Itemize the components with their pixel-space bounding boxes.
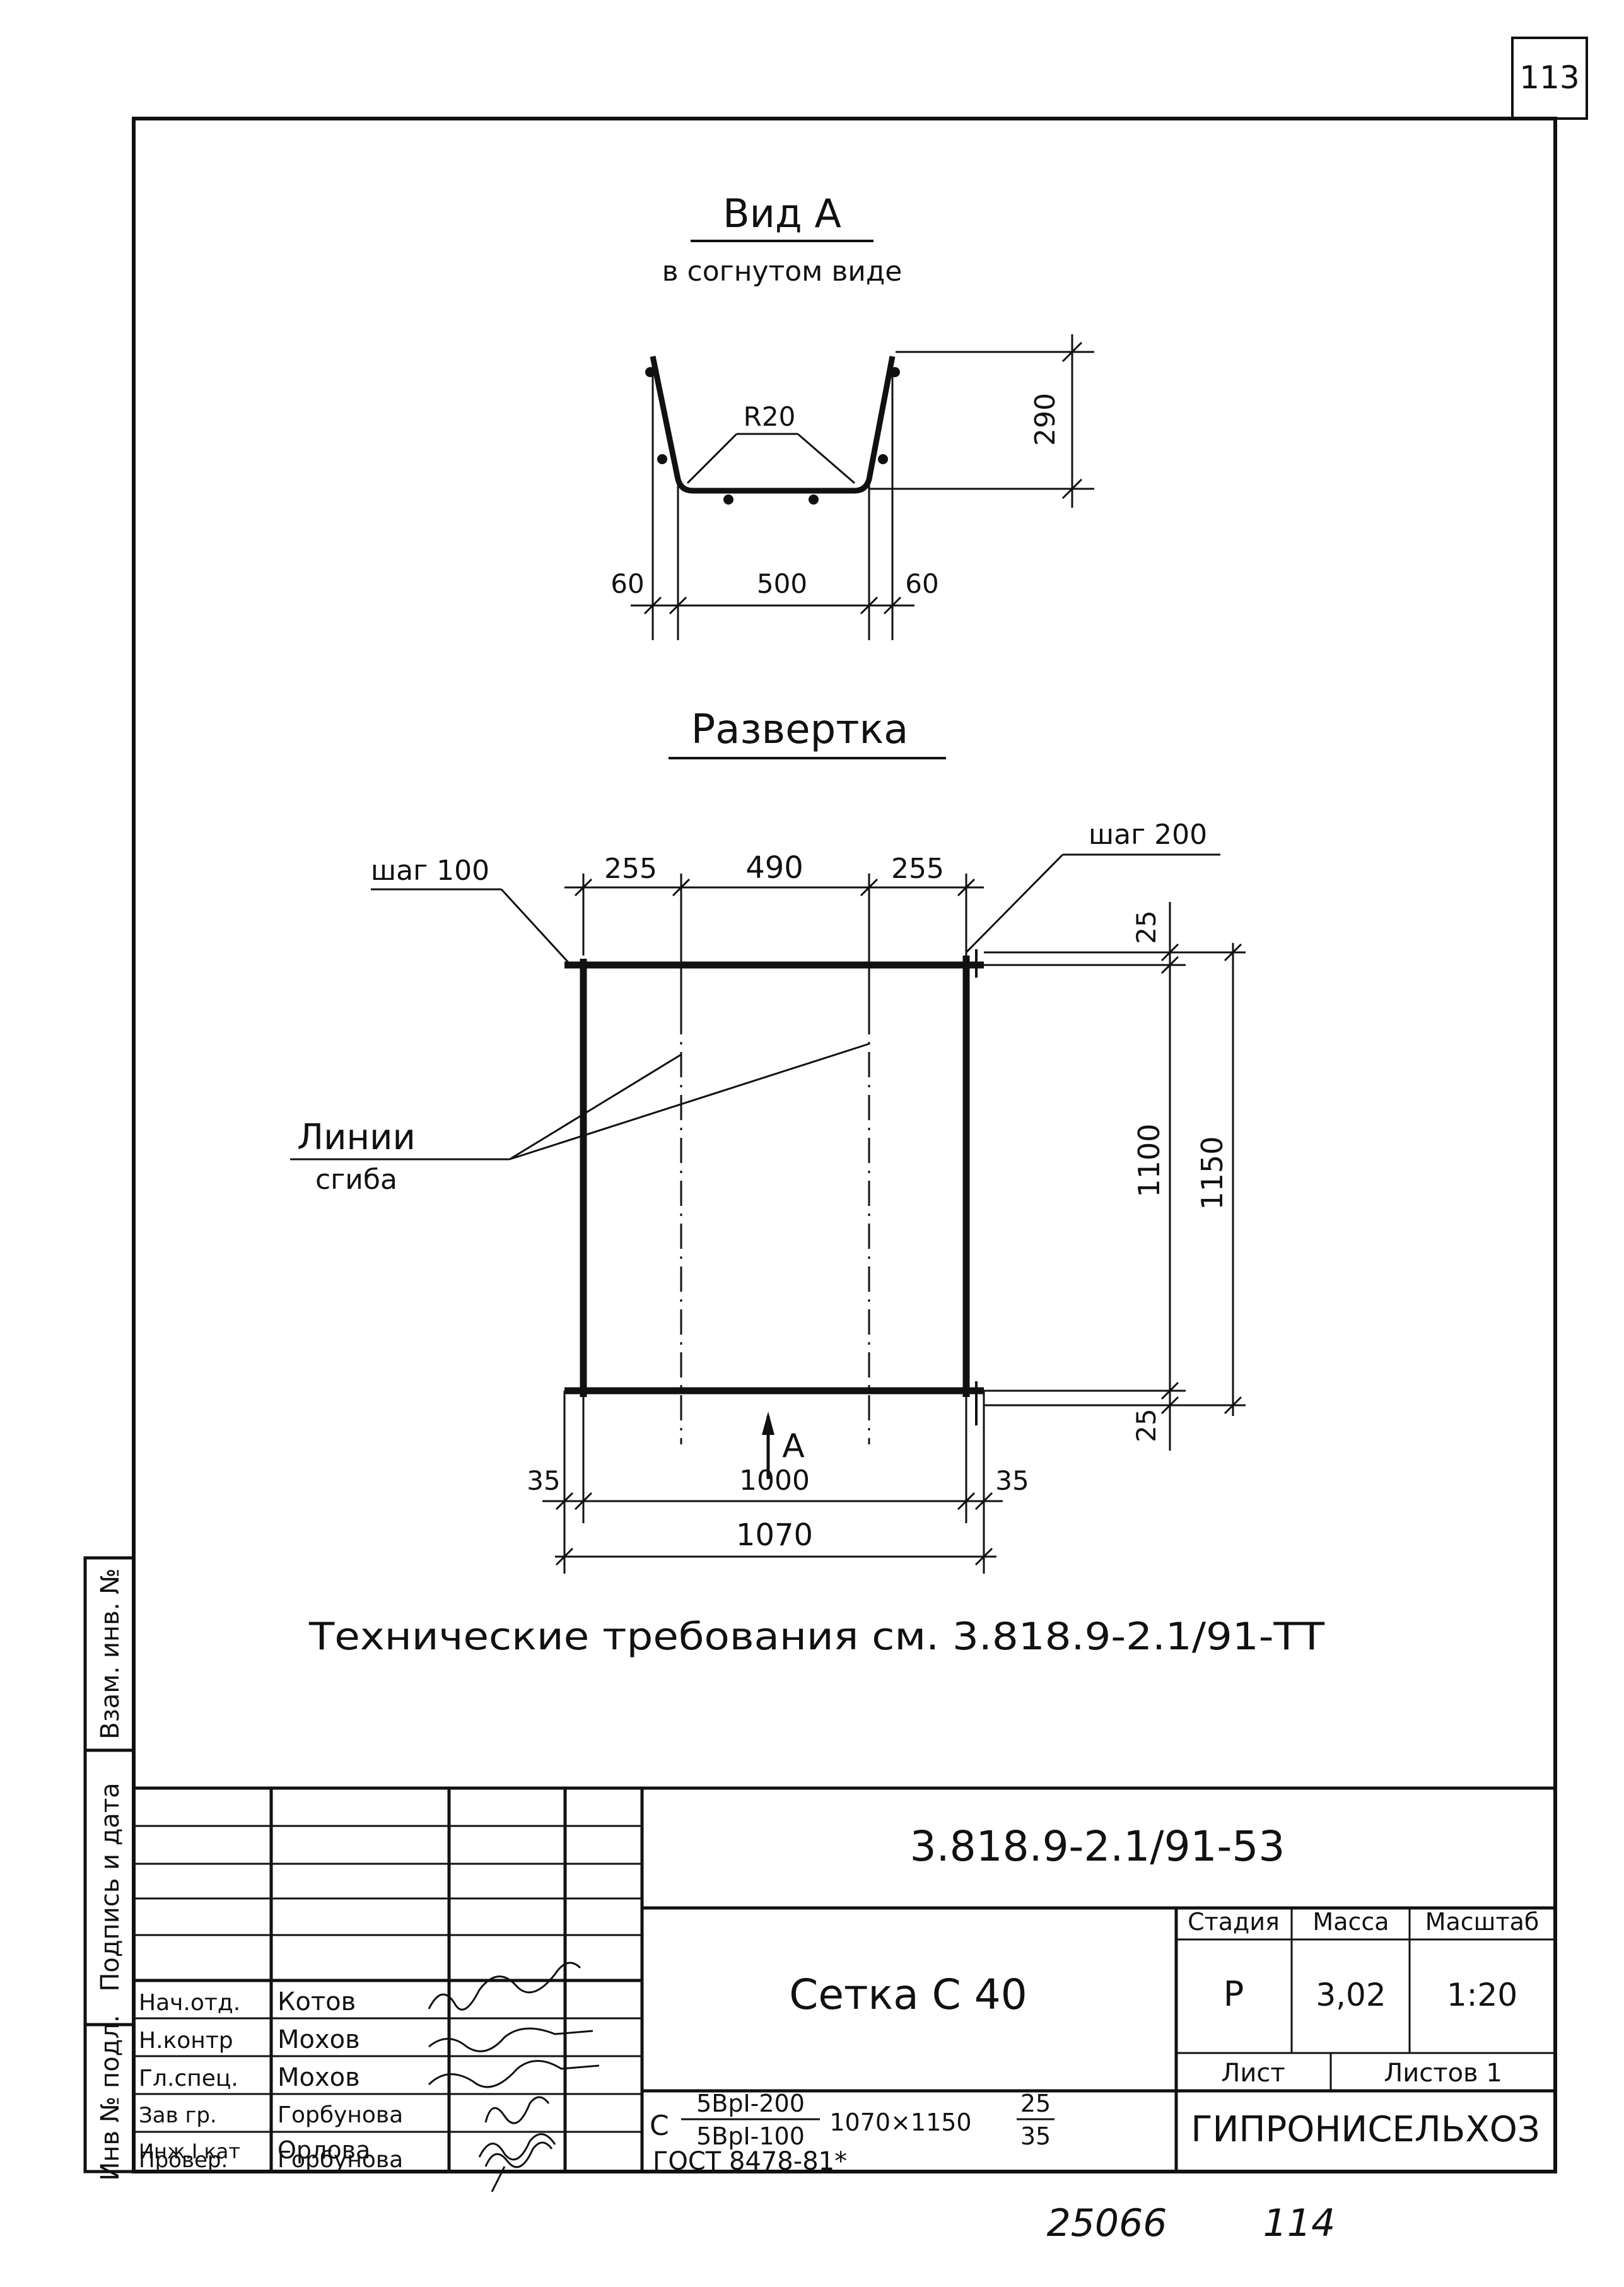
unfolded-right-dimension [984, 902, 1246, 1451]
view-a-marker: А [782, 1427, 805, 1465]
mass-header: Масса [1312, 1908, 1389, 1936]
signature-mokhov-2 [428, 2060, 600, 2088]
staff-role: Гл.спец. [139, 2066, 238, 2091]
spec-frac-bottom: 35 [1020, 2122, 1051, 2150]
view-a-arrow [762, 1412, 774, 1479]
step-right-label: шаг 200 [1089, 819, 1207, 851]
sheet-label: Лист [1221, 2059, 1285, 2088]
step-right-leader [965, 853, 1064, 954]
sheets-label: Листов 1 [1384, 2059, 1502, 2088]
top-dim-right: 255 [891, 853, 944, 885]
bend-lines-label-2: сгиба [315, 1164, 397, 1196]
spec-prefix: С [650, 2110, 669, 2142]
side-stamp-signature-date: Подпись и дата [96, 1782, 125, 1991]
bend-lines-label-1: Линии [297, 1117, 416, 1158]
page-number: 113 [1519, 59, 1579, 96]
total-width-dim: 1070 [736, 1518, 813, 1553]
spec-gost: ГОСТ 8478-81* [653, 2147, 847, 2176]
staff-name: Горбунова [277, 2102, 403, 2128]
inner-height-dim: 1100 [1132, 1123, 1166, 1197]
step-left-label: шаг 100 [371, 855, 489, 887]
staff-role: Н.контр [139, 2028, 233, 2054]
signature-gorbunova-2 [484, 2141, 553, 2192]
staff-name: Мохов [277, 2025, 360, 2054]
side-stamp-replaced-inventory: Взам. инв. № [96, 1568, 125, 1740]
view-a-bottom-dim: 500 [757, 568, 807, 599]
signature-kotov [428, 1962, 581, 2011]
bottom-offset-dim: 25 [1131, 1408, 1162, 1442]
bend-lines [680, 1009, 870, 1444]
view-a-subtitle: в согнутом виде [662, 255, 903, 288]
title-block-grid [134, 1786, 1555, 2172]
bottom-right-dim: 35 [995, 1465, 1029, 1496]
footer-page-number: 114 [1263, 2201, 1336, 2245]
view-a-height-dimension [869, 334, 1094, 508]
signatures [428, 1962, 600, 2192]
unfolded-bottom-dimension [542, 1391, 1003, 1574]
view-a-radius-label: R20 [744, 401, 796, 432]
sheet-frame [132, 117, 1557, 2173]
organization: ГИПРОНИСЕЛЬХОЗ [1191, 2109, 1539, 2150]
staff-role: Инж.I кат [139, 2139, 240, 2163]
inventory-number: 25066 [1047, 2201, 1167, 2245]
stage-value: Р [1224, 1974, 1244, 2014]
staff-name: Орлова [277, 2136, 370, 2164]
spec-bottom: 5BpI-100 [696, 2122, 805, 2150]
document-code: 3.818.9-2.1/91-53 [910, 1822, 1285, 1871]
bottom-left-dim: 35 [527, 1465, 560, 1496]
mass-value: 3,02 [1316, 1977, 1386, 2013]
staff-role: Нач.отд. [139, 1990, 240, 2016]
staff-role: Провер. [139, 2148, 228, 2173]
view-a-height-dim: 290 [1029, 393, 1061, 446]
staff-name: Мохов [277, 2063, 360, 2092]
stage-header: Стадия [1188, 1908, 1280, 1936]
spec-size: 1070×1150 [829, 2109, 971, 2136]
item-name: Сетка С 40 [789, 1970, 1027, 2019]
bottom-mid-dim: 1000 [739, 1465, 810, 1497]
scale-header: Масштаб [1425, 1908, 1539, 1936]
unfolded-top-dimension [564, 874, 984, 1009]
top-dim-left: 255 [604, 853, 657, 885]
mesh-outline [564, 949, 984, 1425]
step-left-leader [500, 888, 572, 966]
staff-list: Нач.отд. Котов Н.контр Мохов Гл.спец. Мо… [139, 1987, 403, 2164]
view-a-radius-leaders [686, 433, 855, 484]
unfolded-title: Развертка [691, 706, 909, 753]
spec-top: 5BpI-200 [696, 2090, 805, 2117]
staff-name: Горбунова [277, 2147, 403, 2173]
bend-lines-leaders [290, 1043, 870, 1161]
staff-role: Зав гр. [139, 2103, 217, 2128]
side-stamp-inventory: Инв № подл. [96, 2015, 125, 2180]
view-a-right-dim: 60 [905, 568, 938, 599]
spec-frac-top: 25 [1020, 2090, 1051, 2117]
scale-value: 1:20 [1447, 1977, 1517, 2013]
view-a-left-dim: 60 [610, 568, 644, 599]
signature-mokhov-1 [428, 2027, 593, 2052]
view-a-title: Вид А [723, 190, 841, 237]
signature-orlova [478, 2133, 556, 2161]
top-offset-dim: 25 [1131, 910, 1162, 944]
top-dim-middle: 490 [745, 850, 803, 886]
signature-gorbunova-1 [484, 2096, 550, 2124]
view-a-width-dimension [631, 363, 914, 640]
tech-requirements: Технические требования см. 3.818.9-2.1/9… [308, 1615, 1324, 1659]
staff-name: Котов [277, 1987, 356, 2016]
total-height-dim: 1150 [1195, 1136, 1229, 1210]
